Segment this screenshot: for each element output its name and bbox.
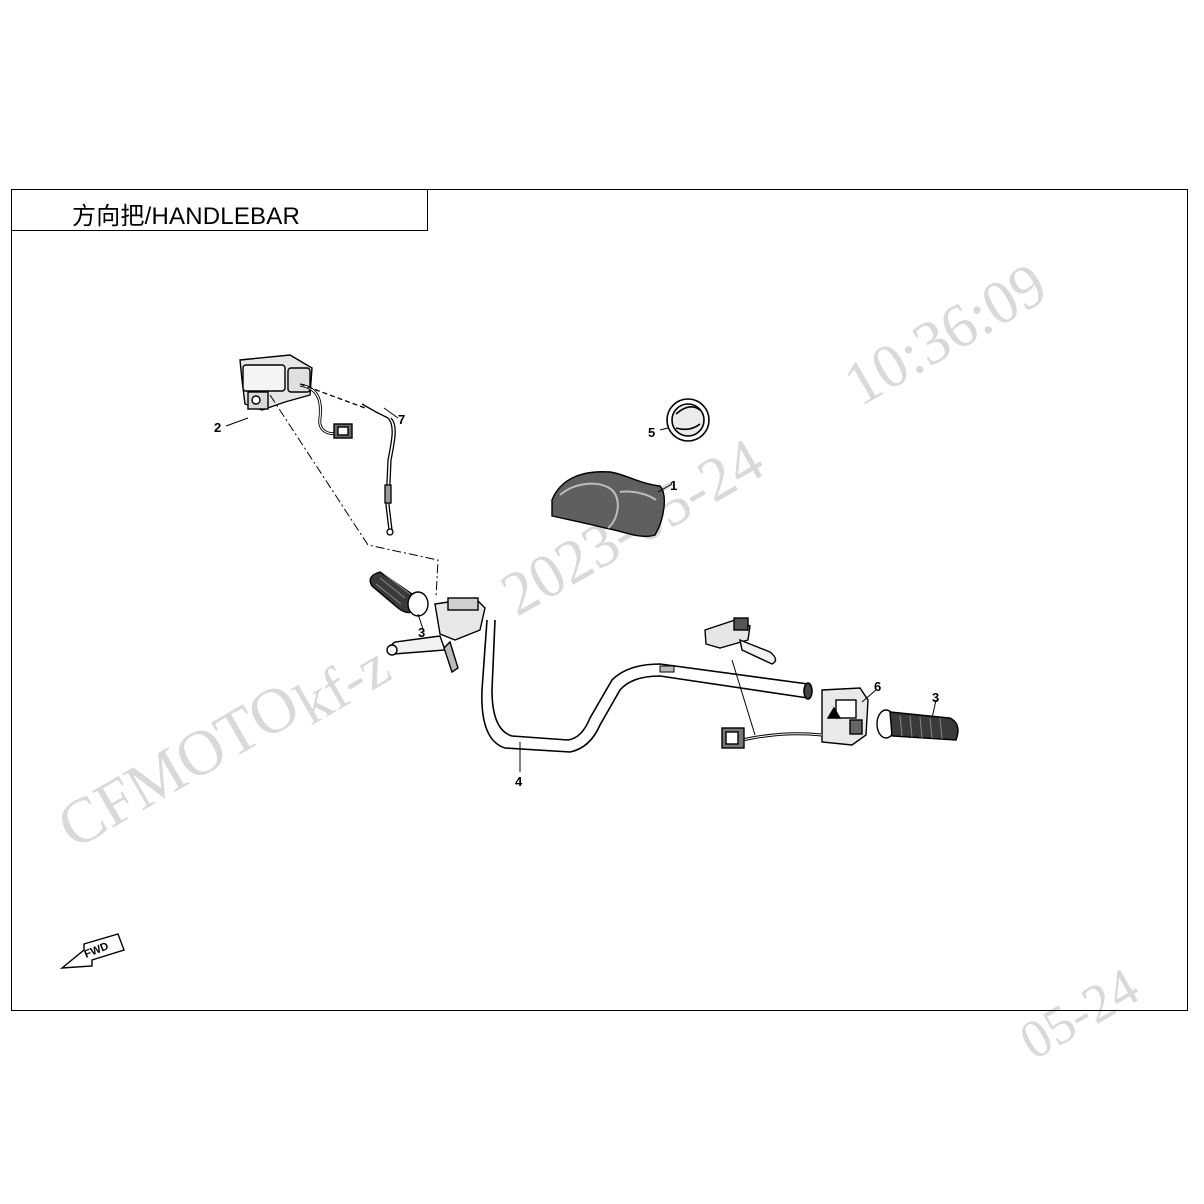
part-3-right-grip bbox=[876, 709, 959, 741]
diagram-frame bbox=[11, 189, 1188, 1011]
right-clutch-lever bbox=[704, 617, 777, 736]
part-3-left-grip bbox=[369, 571, 429, 617]
callout-6: 6 bbox=[874, 679, 881, 694]
left-throttle-control bbox=[386, 597, 486, 674]
part-5-cap bbox=[666, 398, 710, 442]
fwd-arrow-icon bbox=[59, 933, 125, 969]
callout-7: 7 bbox=[398, 412, 405, 427]
callout-5: 5 bbox=[648, 425, 655, 440]
part-7-cable bbox=[299, 383, 396, 536]
callout-leaders bbox=[225, 407, 937, 772]
callout-4: 4 bbox=[515, 774, 523, 789]
title-box bbox=[11, 189, 428, 231]
callout-2: 2 bbox=[214, 420, 221, 435]
part-6-switch-housing bbox=[721, 687, 869, 749]
part-4-handlebar-tube bbox=[481, 619, 813, 753]
callout-3-left: 3 bbox=[418, 625, 425, 640]
page-title: 方向把/HANDLEBAR bbox=[72, 203, 300, 230]
callout-1: 1 bbox=[670, 478, 677, 493]
assembly-leader-line bbox=[269, 394, 439, 599]
part-2-brake-master-cylinder bbox=[239, 354, 353, 439]
part-1-handlebar-cover bbox=[551, 471, 666, 537]
callout-3-right: 3 bbox=[932, 690, 939, 705]
